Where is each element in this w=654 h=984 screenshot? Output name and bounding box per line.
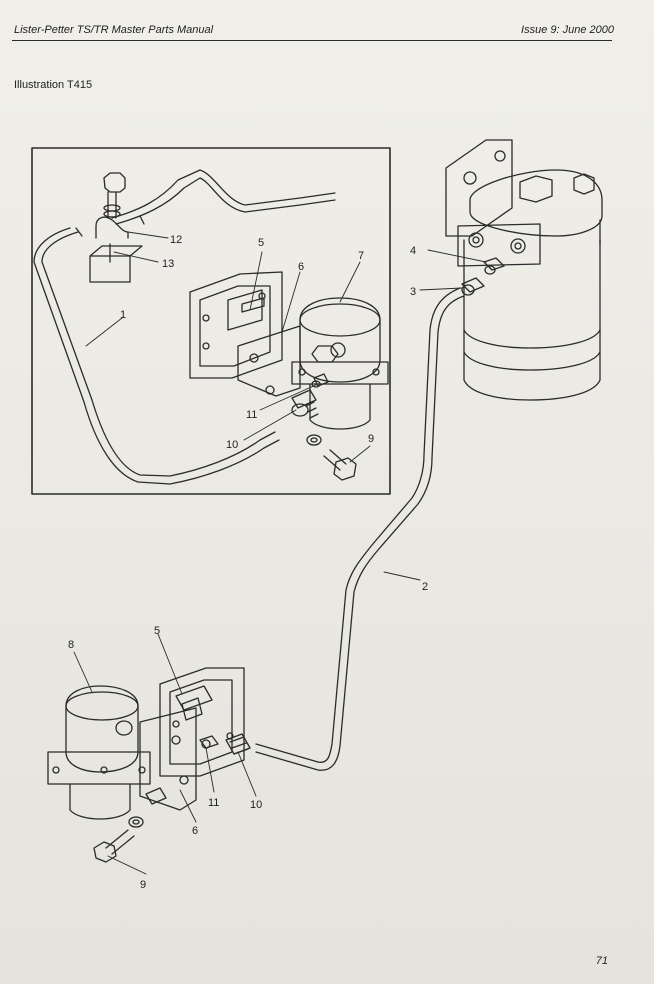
callout-6: 6 xyxy=(192,825,198,837)
inset-callout-9: 9 xyxy=(368,433,374,445)
callout-11: 11 xyxy=(208,797,219,809)
callout-10: 10 xyxy=(250,799,262,811)
inset-fuel-lift-pump xyxy=(291,297,389,430)
filter-union-fittings xyxy=(461,257,505,296)
inset-bolt-and-clip xyxy=(89,172,143,283)
main-union-and-banjo xyxy=(199,733,251,755)
main-fuel-lift-pump xyxy=(47,685,167,820)
callout-2: 2 xyxy=(422,581,428,593)
main-gasket xyxy=(139,707,197,811)
callout-9: 9 xyxy=(140,879,146,891)
inset-fuel-pipe xyxy=(33,227,280,485)
inset-callout-10: 10 xyxy=(226,439,238,451)
callout-8: 8 xyxy=(68,639,74,651)
inset-callout-5: 5 xyxy=(258,237,264,249)
manual-title: Lister-Petter TS/TR Master Parts Manual xyxy=(14,24,214,36)
inset-frame xyxy=(31,147,391,495)
issue-label: Issue 9: June 2000 xyxy=(521,24,614,36)
main-washer-and-bolt xyxy=(93,816,144,863)
header-rule xyxy=(12,40,612,41)
inset-mounting-plate xyxy=(189,271,283,379)
callout-5: 5 xyxy=(154,625,160,637)
inset-callout-1: 1 xyxy=(120,309,126,321)
callout-3: 3 xyxy=(410,286,416,298)
callout-4: 4 xyxy=(410,245,416,257)
callout-leaders xyxy=(73,231,487,875)
main-mounting-plate xyxy=(159,667,245,777)
fuel-filter-assembly xyxy=(445,139,603,401)
inset-callout-6: 6 xyxy=(298,261,304,273)
inset-callout-12: 12 xyxy=(170,234,182,246)
illustration-label: Illustration T415 xyxy=(14,79,93,91)
main-fuel-pipe xyxy=(255,287,465,771)
page-number: 71 xyxy=(595,955,608,967)
inset-upper-pipe xyxy=(111,169,336,225)
inset-gasket xyxy=(237,325,301,397)
inset-callout-13: 13 xyxy=(162,258,174,270)
inset-washer-and-bolt xyxy=(306,434,357,481)
inset-callout-7: 7 xyxy=(358,250,364,262)
inset-union-and-banjo xyxy=(291,373,329,419)
inset-callout-11: 11 xyxy=(246,409,257,421)
